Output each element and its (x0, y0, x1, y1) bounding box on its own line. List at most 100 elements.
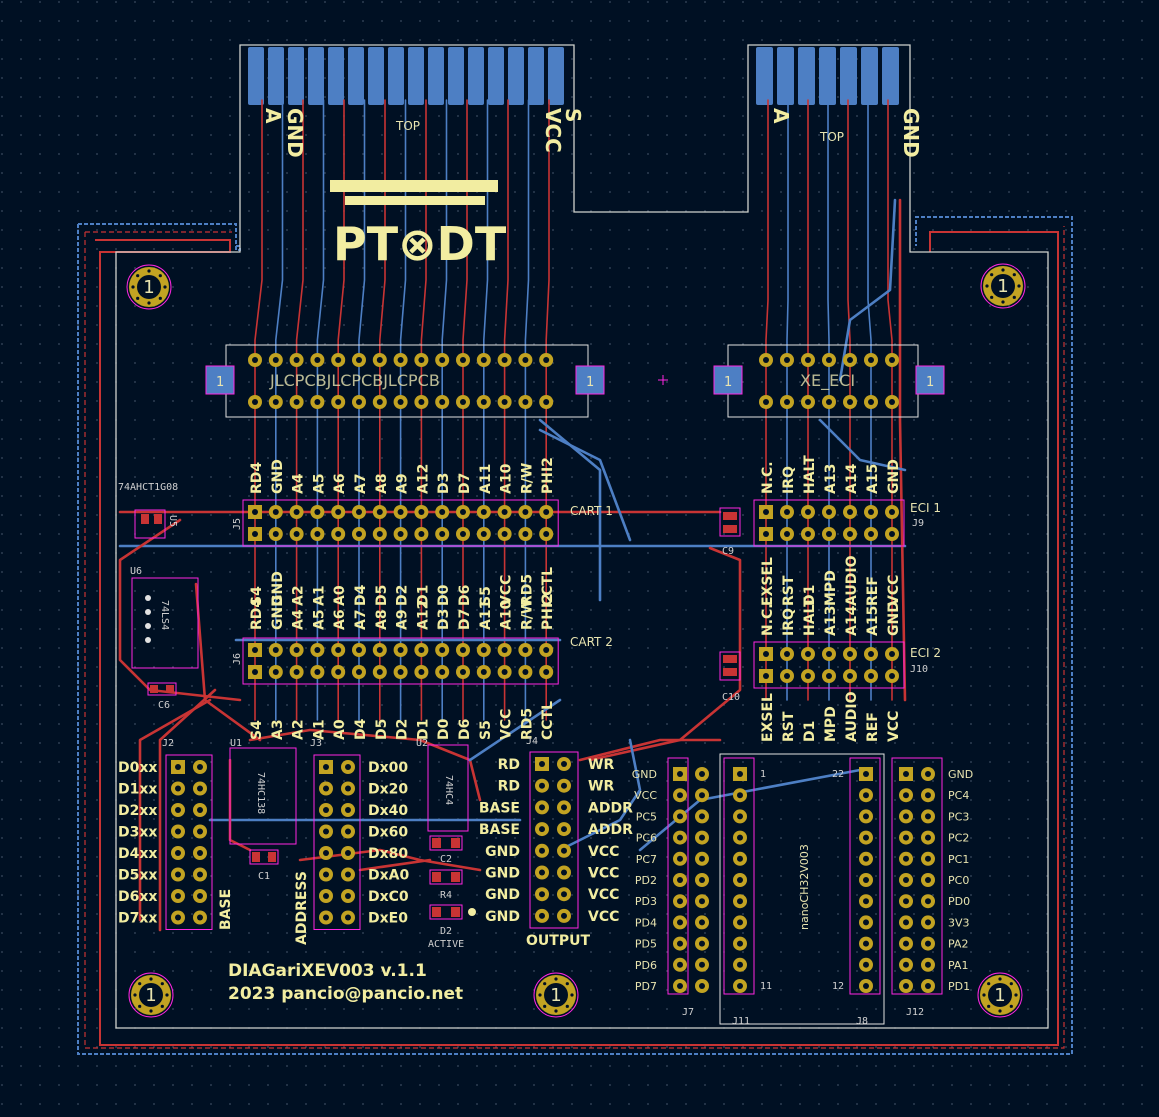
nano-right-label: GND (948, 768, 973, 781)
board-title-line1: DIAGariXEV003 v.1.1 (228, 961, 427, 981)
cart-edge-gnd-label: GND (283, 108, 307, 158)
slot-pads (248, 353, 899, 409)
nano-right-label: PC3 (948, 810, 969, 823)
output-left-label: GND (485, 844, 520, 860)
cart2-top-label: GND (270, 595, 286, 630)
cart2-bottom-label: D0 (436, 718, 452, 740)
nano-right-label: PD1 (948, 980, 970, 993)
cart1-top-label: A11 (478, 464, 494, 494)
cart2-bottom-label: D2 (395, 719, 411, 740)
cart2-top-label: A11 (478, 600, 494, 630)
ecl-slot-right-tab (915, 365, 945, 395)
eci1-name: ECI 1 (910, 501, 941, 515)
cart2-name: CART 2 (570, 635, 613, 649)
eci1-top-label: GND (886, 459, 902, 494)
nano-right-label: PC1 (948, 853, 969, 866)
mounting-hole (126, 264, 172, 310)
output-left-label: GND (485, 887, 520, 903)
output-left-label: GND (485, 866, 520, 882)
cart2-bottom-label: A2 (291, 719, 307, 740)
svg-text:J12: J12 (906, 1007, 924, 1018)
c6-cap: C6 (147, 682, 177, 711)
eci2-bottom-label: REF (865, 712, 881, 742)
base_header-label: D2xx (118, 803, 157, 819)
cart2-top-label: A12 (415, 600, 431, 630)
cart-finger (268, 47, 284, 105)
cart2-bottom-label: A3 (270, 719, 286, 740)
cart-edge-vcc-label: VCC (541, 108, 565, 153)
base_header-label: D6xx (118, 889, 157, 905)
mounting-hole (128, 972, 174, 1018)
cart1-bottom-label: RD5 (519, 574, 535, 606)
cart2-bottom-label: VCC (499, 709, 515, 740)
eci1-top-label: IRQ (781, 466, 797, 494)
output-left-label: RD (498, 757, 520, 773)
cart-finger (408, 47, 424, 105)
cart-edge-a-label: A (261, 108, 285, 124)
cart-finger (448, 47, 464, 105)
svg-text:12: 12 (832, 981, 844, 992)
eci2-bottom-label: EXSEL (760, 693, 776, 742)
nano-module-label: nanoCH32V003 (798, 844, 811, 930)
cart1-bottom-label: D0 (436, 584, 452, 606)
svg-text:J8: J8 (856, 1016, 868, 1027)
cart1-top-label: D7 (457, 473, 473, 494)
address-name: ADDRESS (294, 871, 310, 945)
cart2-bottom-label: A1 (311, 719, 327, 740)
address_header-label: Dx00 (368, 760, 408, 776)
svg-text:1: 1 (926, 375, 934, 390)
svg-text:1: 1 (724, 375, 732, 390)
svg-text:11: 11 (760, 981, 772, 992)
nano-left-label: PD2 (635, 874, 657, 887)
svg-text:J11: J11 (732, 1016, 750, 1027)
cart2-bottom-label: RD5 (519, 708, 535, 740)
c10-cap: C10 (719, 651, 741, 703)
cart2-header: RD4S4GNDA3A4A2A5A1A6A0A7D4A8D5A9D2A12D1D… (242, 593, 559, 740)
svg-text:C2: C2 (440, 854, 452, 865)
output-right-label: VCC (588, 909, 619, 925)
nano-left-label: PD6 (635, 959, 657, 972)
cart-finger (508, 47, 524, 105)
cart2-top-label: RD4 (249, 598, 265, 630)
mounting-hole (980, 263, 1026, 309)
eci1-bottom-label: VCC (886, 575, 902, 606)
ecl-finger (798, 47, 815, 105)
cart2-bottom-label: A0 (332, 719, 348, 740)
base_header-label: D0xx (118, 760, 157, 776)
ecl-finger (777, 47, 794, 105)
cart-edge-labels: A GND VCC S TOP (261, 108, 585, 158)
cart-finger (308, 47, 324, 105)
cart1-top-label: A6 (332, 473, 348, 494)
board-title-line2: 2023 pancio@pancio.net (228, 984, 463, 1004)
nano-left-label: GND (632, 768, 657, 781)
u5-chip: 74AHCT1G08 U5 (118, 482, 178, 539)
cart2-top-label: D3 (436, 609, 452, 630)
logo: PT⊗DT (330, 180, 507, 271)
cart-slot-label: JLCPCBJLCPCBJLCPCB (269, 371, 440, 390)
cart1-bottom-label: S5 (478, 586, 494, 606)
cart1-top-label: A4 (291, 473, 307, 494)
u1-ref: U1 (230, 738, 242, 749)
cart-finger (288, 47, 304, 105)
cart2-top-label: A4 (291, 609, 307, 630)
ecl-top-label: TOP (819, 130, 844, 144)
output-right-label: WR (588, 757, 614, 773)
j2-ref: J2 (162, 738, 174, 749)
cart-finger (248, 47, 264, 105)
eci1-top-label: A14 (844, 463, 860, 494)
eci1-top-label: N.C. (760, 461, 776, 494)
cart-finger (488, 47, 504, 105)
cart1-top-label: A9 (395, 473, 411, 494)
ecl-finger (840, 47, 857, 105)
address_header-label: Dx20 (368, 782, 408, 798)
svg-text:C9: C9 (722, 546, 734, 557)
cart1-top-label: D3 (436, 473, 452, 494)
nano-right-label: PC0 (948, 874, 969, 887)
cart1-bottom-label: D6 (457, 585, 473, 606)
ecl-edge-gnd-label: GND (899, 108, 923, 158)
cart-finger (348, 47, 364, 105)
nano-left-label: PD3 (635, 895, 657, 908)
eci2-bottom-label: MPD (823, 706, 839, 742)
